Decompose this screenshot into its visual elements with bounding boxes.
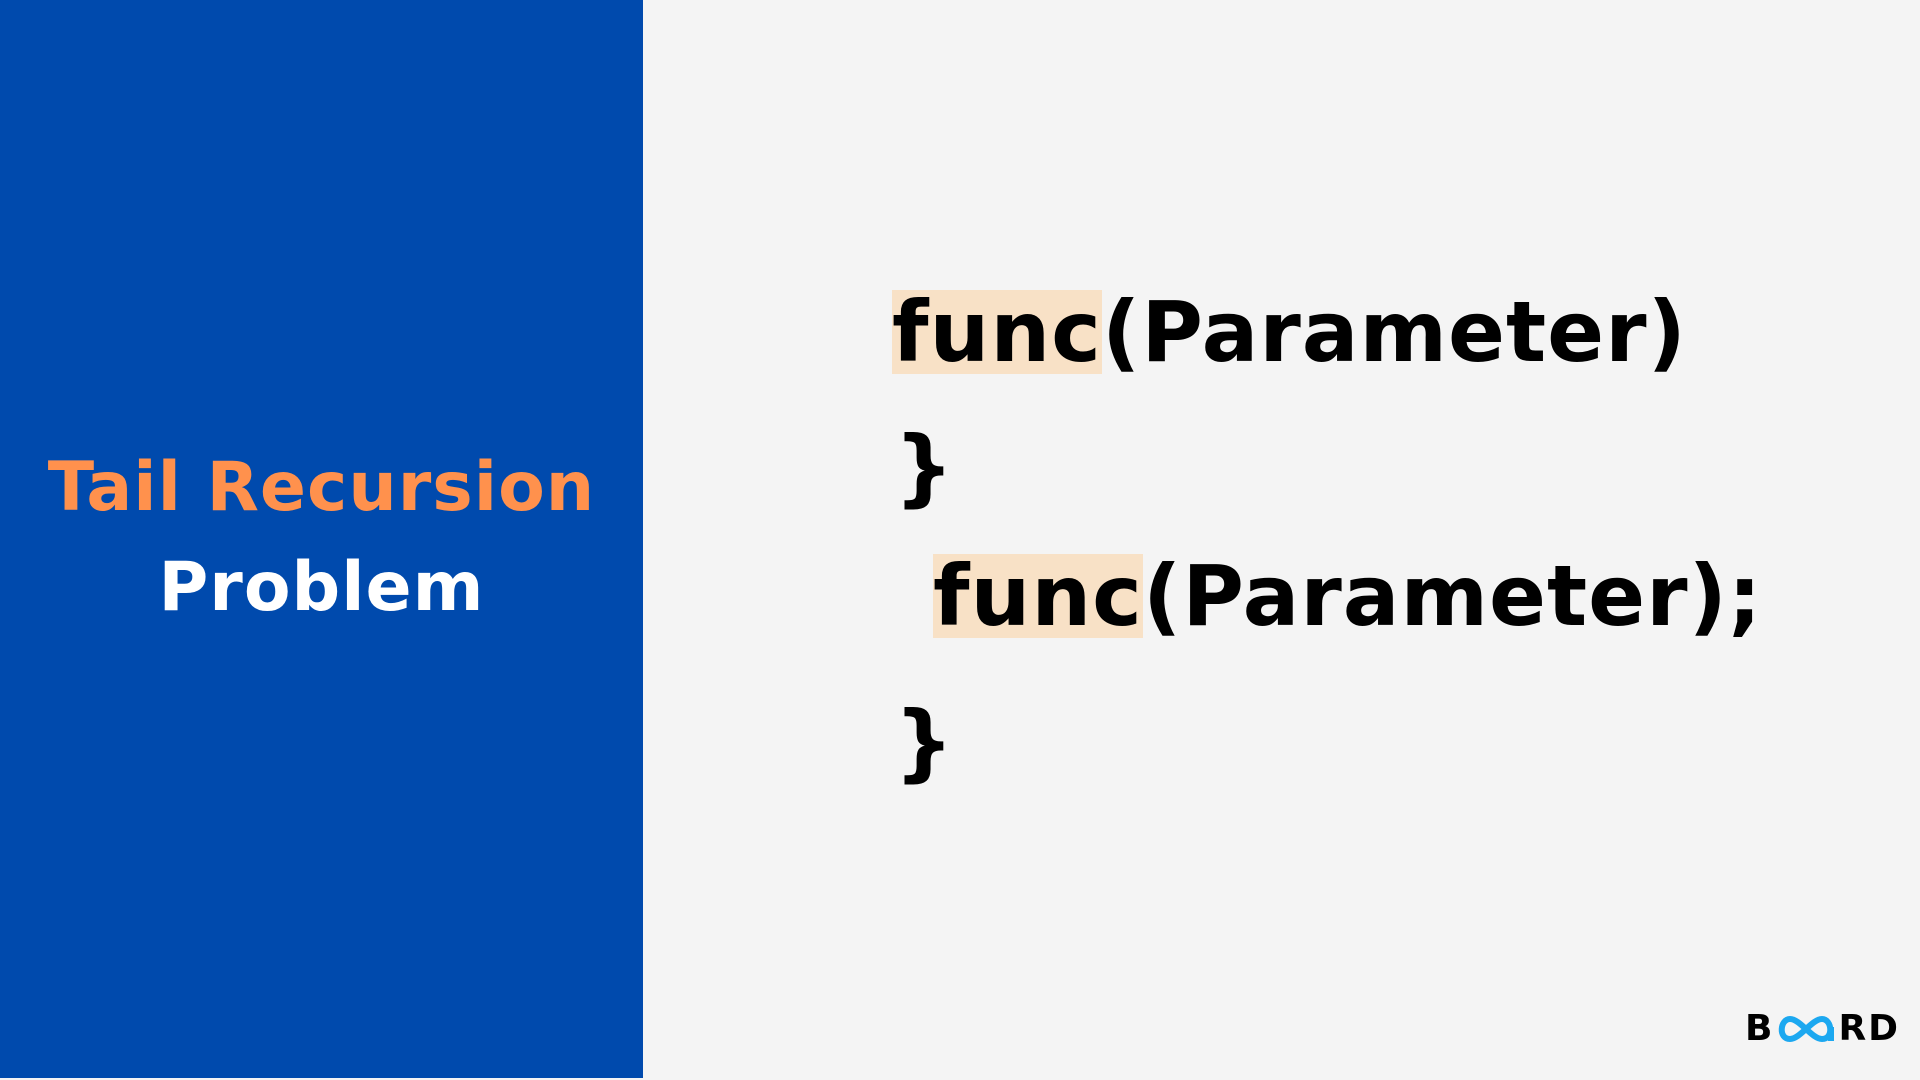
code-line-2: } [894, 418, 955, 516]
code-args: (Parameter) [1101, 283, 1687, 381]
highlighted-func-keyword: func [933, 547, 1143, 645]
code-args: (Parameter); [1142, 547, 1763, 645]
board-logo: B RD [1745, 1008, 1900, 1049]
logo-suffix: RD [1838, 1008, 1901, 1049]
slide-subtitle: Problem [158, 548, 485, 627]
highlighted-func-keyword: func [892, 283, 1102, 381]
code-line-4: } [894, 693, 955, 791]
slide-title: Tail Recursion [47, 448, 596, 527]
infinity-icon [1774, 1011, 1838, 1047]
code-line-3: func(Parameter); [933, 554, 1762, 638]
code-line-1: func(Parameter) [892, 290, 1687, 374]
logo-prefix: B [1745, 1008, 1775, 1049]
title-panel: Tail Recursion Problem [0, 0, 643, 1078]
